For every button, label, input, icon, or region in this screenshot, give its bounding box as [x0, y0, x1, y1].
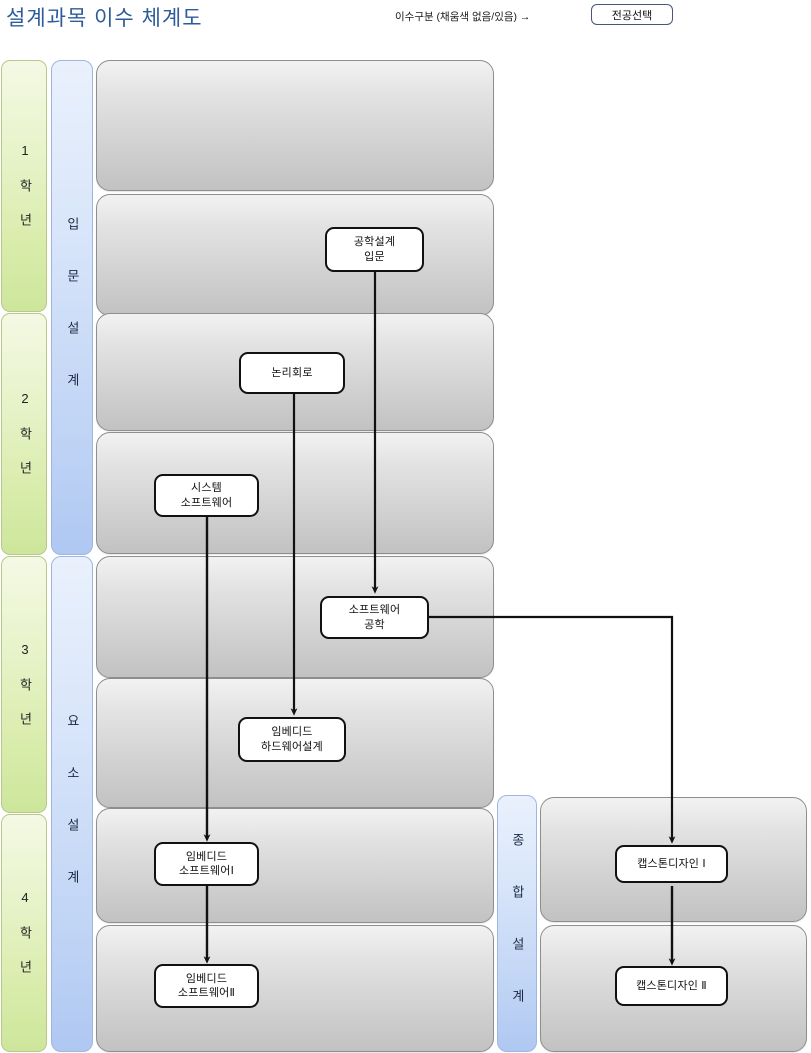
track-label-intro-design: 입 문 설 계 [64, 217, 80, 398]
semester-row-5 [96, 556, 494, 678]
track-cell-intro-design: 입 문 설 계 [51, 60, 93, 555]
course-box-logic-circuits[interactable]: 논리회로 [239, 352, 345, 394]
page-title: 설계과목 이수 체계도 [6, 7, 203, 30]
track-cell-capstone-design: 종 합 설 계 [497, 795, 537, 1052]
course-label-line1: 논리회로 [271, 366, 313, 379]
course-label-line2: 입문 [364, 250, 385, 263]
course-label-line1: 시스템 [191, 482, 222, 495]
course-label-line2: 소프트웨어 [180, 496, 233, 509]
course-box-capstone-design-2[interactable]: 캡스톤디자인 Ⅱ [615, 966, 728, 1006]
semester-row-2 [96, 194, 494, 316]
course-box-software-engineering[interactable]: 소프트웨어 공학 [320, 596, 429, 639]
course-label-line1: 임베디드 [185, 972, 228, 985]
major-elective-button[interactable]: 전공선택 [591, 4, 673, 25]
course-label-line1: 공학설계 [353, 236, 396, 249]
course-box-embedded-software-2[interactable]: 임베디드 소프트웨어Ⅱ [154, 964, 259, 1008]
track-label-capstone-design: 종 합 설 계 [509, 833, 525, 1014]
year-label-1: 1 학 년 [17, 143, 33, 229]
course-box-embedded-hardware-design[interactable]: 임베디드 하드웨어설계 [238, 717, 346, 762]
year-label-2: 2 학 년 [17, 391, 33, 477]
course-box-capstone-design-1[interactable]: 캡스톤디자인 Ⅰ [615, 845, 728, 883]
semester-row-1 [96, 60, 494, 191]
year-cell-4: 4 학 년 [1, 814, 47, 1052]
course-label-line2: 소프트웨어Ⅱ [177, 987, 236, 999]
year-cell-2: 2 학 년 [1, 313, 47, 555]
course-label-line2: 하드웨어설계 [261, 740, 323, 753]
course-label-line2: 공학 [364, 618, 385, 631]
course-label-line1: 소프트웨어 [348, 604, 401, 617]
legend-text: 이수구분 (채움색 없음/있음) → [395, 11, 531, 23]
year-label-3: 3 학 년 [17, 641, 33, 728]
course-box-embedded-software-1[interactable]: 임베디드 소프트웨어Ⅰ [154, 842, 259, 886]
course-label-line1: 캡스톤디자인 Ⅰ [637, 857, 706, 870]
course-label-line1: 임베디드 [271, 726, 313, 739]
track-cell-element-design: 요 소 설 계 [51, 556, 93, 1052]
course-label-line2: 소프트웨어Ⅰ [178, 865, 235, 877]
course-box-intro-engineering-design[interactable]: 공학설계 입문 [325, 227, 424, 272]
year-cell-3: 3 학 년 [1, 556, 47, 813]
course-label-line1: 임베디드 [185, 850, 228, 863]
course-box-system-software[interactable]: 시스템 소프트웨어 [154, 474, 259, 517]
year-label-4: 4 학 년 [17, 890, 33, 976]
track-label-element-design: 요 소 설 계 [64, 713, 80, 895]
course-label-line1: 캡스톤디자인 Ⅱ [636, 979, 707, 992]
year-cell-1: 1 학 년 [1, 60, 47, 312]
